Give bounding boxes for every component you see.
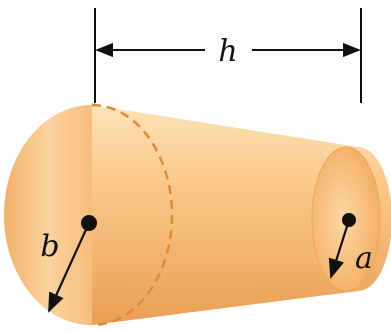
large-radius-label: b [40, 229, 59, 264]
large-base-hidden-edge [91, 103, 174, 327]
small-radius-label: a [355, 241, 373, 276]
large-radius-dimension: b [40, 215, 97, 313]
frustum-side-surface [4, 105, 391, 325]
height-label: h [218, 34, 237, 69]
small-radius-arrow [328, 219, 351, 279]
large-base-outline [4, 105, 92, 325]
frustum-body [4, 103, 391, 327]
large-radius-arrow [47, 222, 91, 313]
small-radius-dimension: a [328, 213, 373, 279]
height-dimension: h [94, 8, 362, 103]
